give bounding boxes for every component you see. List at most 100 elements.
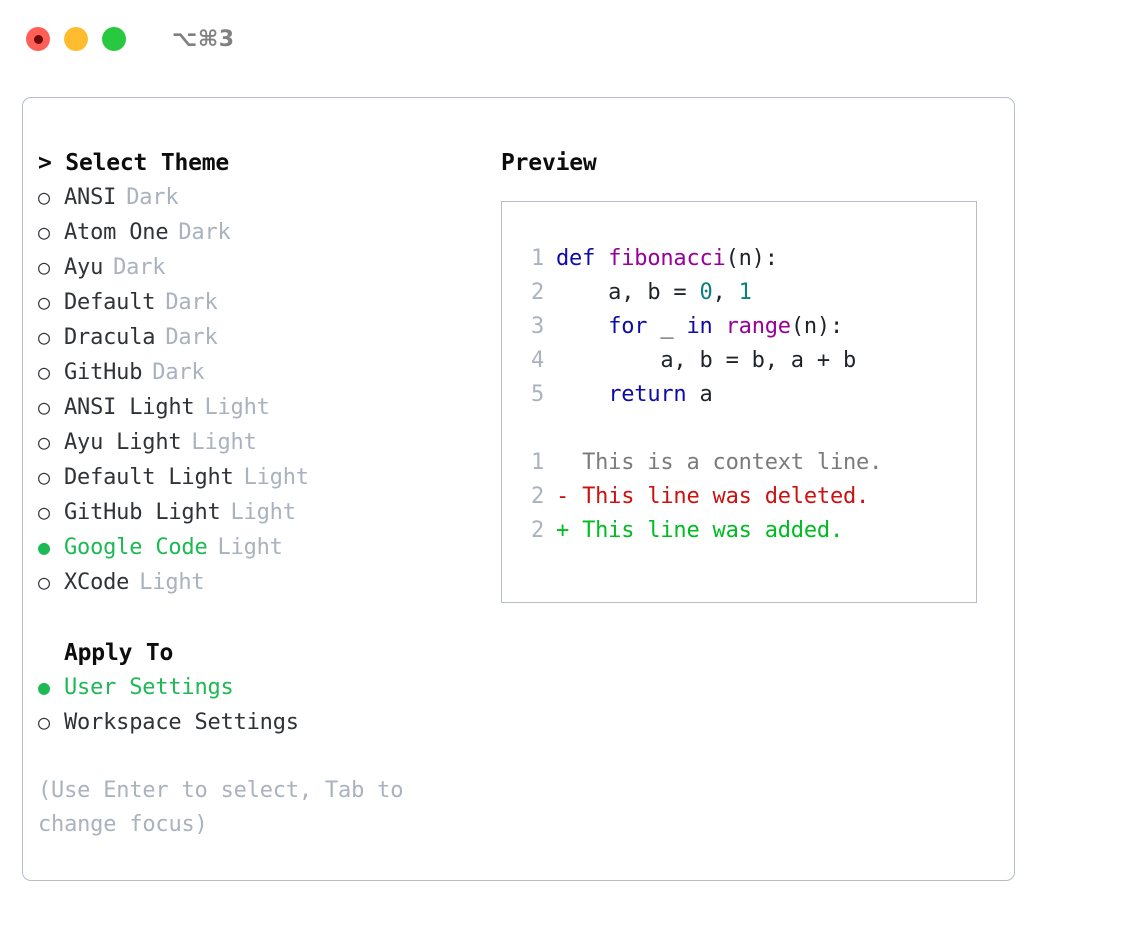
code-token-def: a, b = b, a + b <box>556 348 857 373</box>
theme-option-label: Atom One <box>64 220 169 245</box>
diff-sample: 1 This is a context line.2- This line wa… <box>518 446 976 548</box>
code-token-del: - This line was deleted. <box>556 484 870 509</box>
maximize-button[interactable] <box>102 27 126 51</box>
code-token-def: a, b = <box>556 280 700 305</box>
code-token-def <box>713 314 726 339</box>
title-bar: ⌥⌘3 <box>0 0 1140 78</box>
line-number: 5 <box>530 382 544 407</box>
theme-option-5[interactable]: ○ GitHub Dark <box>38 355 493 390</box>
theme-option-label: XCode <box>64 570 130 595</box>
theme-option-badge: Light <box>191 430 257 455</box>
radio-unselected-icon: ○ <box>38 500 50 524</box>
theme-option-label: Default <box>64 290 156 315</box>
theme-option-label: GitHub <box>64 360 143 385</box>
radio-unselected-icon: ○ <box>38 395 50 419</box>
code-token-num: 0 <box>699 280 713 305</box>
theme-option-badge: Dark <box>178 220 231 245</box>
theme-option-7[interactable]: ○ Ayu Light Light <box>38 425 493 460</box>
theme-option-6[interactable]: ○ ANSI Light Light <box>38 390 493 425</box>
radio-unselected-icon: ○ <box>38 360 50 384</box>
code-line: 5 return a <box>518 378 976 412</box>
line-number: 4 <box>530 348 544 373</box>
apply-option-label: User Settings <box>64 675 234 700</box>
theme-option-0[interactable]: ○ ANSI Dark <box>38 180 493 215</box>
theme-option-badge: Light <box>243 465 309 490</box>
code-line: 1 def fibonacci(n): <box>518 242 976 276</box>
line-number: 2 <box>530 484 544 509</box>
code-line: 4 a, b = b, a + b <box>518 344 976 378</box>
code-line: 2 a, b = 0, 1 <box>518 276 976 310</box>
diff-line: 2 - This line was deleted. <box>518 480 976 514</box>
radio-unselected-icon: ○ <box>38 255 50 279</box>
keyboard-shortcut-label: ⌥⌘3 <box>172 26 235 52</box>
theme-option-label: Ayu Light <box>64 430 182 455</box>
close-button[interactable] <box>26 27 50 51</box>
line-number: 2 <box>530 518 544 543</box>
line-number: 1 <box>530 246 544 271</box>
apply-option-1[interactable]: ○ Workspace Settings <box>38 705 493 740</box>
code-diff-spacer <box>518 412 976 446</box>
apply-option-label: Workspace Settings <box>64 710 299 735</box>
line-number: 2 <box>530 280 544 305</box>
code-token-kw: in <box>686 314 713 339</box>
theme-option-badge: Dark <box>152 360 205 385</box>
code-token-def <box>556 314 608 339</box>
radio-selected-icon: ● <box>38 675 50 699</box>
code-token-kw: return <box>608 382 687 407</box>
theme-option-badge: Dark <box>126 185 179 210</box>
window-controls <box>26 27 126 51</box>
theme-option-1[interactable]: ○ Atom One Dark <box>38 215 493 250</box>
line-number: 3 <box>530 314 544 339</box>
minimize-button[interactable] <box>64 27 88 51</box>
code-token-fn: fibonacci <box>608 246 726 271</box>
theme-option-label: Default Light <box>64 465 234 490</box>
diff-line: 2 + This line was added. <box>518 514 976 548</box>
code-token-add: + This line was added. <box>556 518 843 543</box>
theme-option-label: GitHub Light <box>64 500 221 525</box>
apply-to-list[interactable]: ● User Settings ○ Workspace Settings <box>38 670 493 740</box>
apply-option-0[interactable]: ● User Settings <box>38 670 493 705</box>
code-token-kw: def <box>556 246 609 271</box>
code-token-def: (n): <box>725 246 778 271</box>
radio-unselected-icon: ○ <box>38 185 50 209</box>
radio-unselected-icon: ○ <box>38 290 50 314</box>
theme-option-label: Ayu <box>64 255 104 280</box>
radio-unselected-icon: ○ <box>38 430 50 454</box>
theme-option-badge: Light <box>139 570 205 595</box>
theme-option-badge: Light <box>217 535 283 560</box>
theme-option-badge: Light <box>230 500 296 525</box>
section-spacer <box>38 600 493 636</box>
theme-option-badge: Light <box>204 395 270 420</box>
theme-option-9[interactable]: ○ GitHub Light Light <box>38 495 493 530</box>
radio-unselected-icon: ○ <box>38 710 50 734</box>
code-token-num: 1 <box>738 280 752 305</box>
code-line: 3 for _ in range(n): <box>518 310 976 344</box>
theme-option-label: ANSI Light <box>64 395 195 420</box>
radio-selected-icon: ● <box>38 535 50 559</box>
select-theme-header: > Select Theme <box>38 150 230 176</box>
code-token-fn: range <box>725 314 791 339</box>
radio-unselected-icon: ○ <box>38 220 50 244</box>
line-number: 1 <box>530 450 544 475</box>
theme-option-3[interactable]: ○ Default Dark <box>38 285 493 320</box>
code-token-def: , <box>712 280 739 305</box>
code-token-def: a <box>686 382 713 407</box>
keyboard-hint-text: (Use Enter to select, Tab to change focu… <box>38 778 404 837</box>
code-token-def: (n): <box>790 314 844 339</box>
code-token-kw: for <box>608 314 648 339</box>
theme-option-label: ANSI <box>64 185 117 210</box>
theme-option-badge: Dark <box>165 290 218 315</box>
code-token-def: _ <box>647 314 687 339</box>
